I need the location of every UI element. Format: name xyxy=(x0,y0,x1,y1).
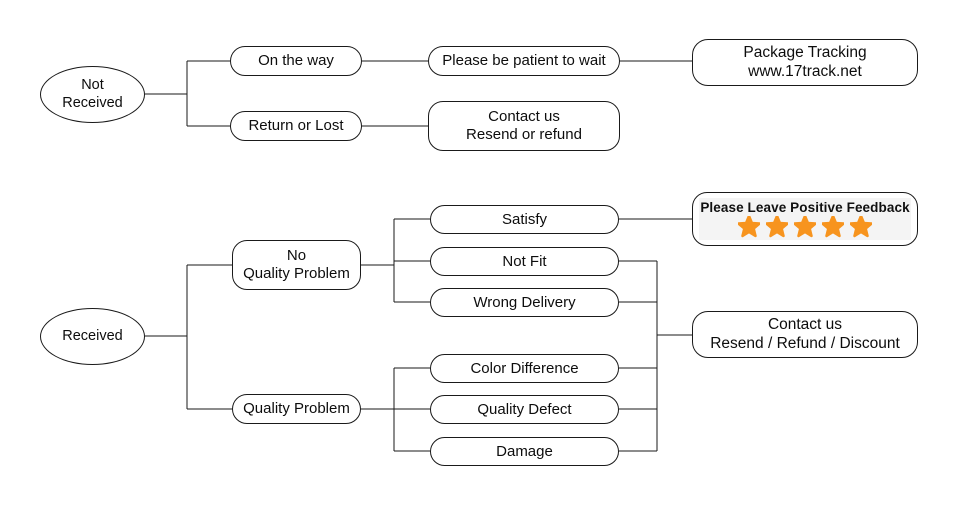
feedback-panel: Please Leave Positive Feedback xyxy=(699,198,911,240)
node-leave-positive-feedback[interactable]: Please Leave Positive Feedback xyxy=(692,192,918,246)
node-contact-resend-or-refund[interactable]: Contact us Resend or refund xyxy=(428,101,620,151)
node-on-the-way[interactable]: On the way xyxy=(230,46,362,76)
node-contact-resend-refund-discount[interactable]: Contact us Resend / Refund / Discount xyxy=(692,311,918,358)
star-icon[interactable] xyxy=(794,216,816,238)
node-no-quality-problem[interactable]: No Quality Problem xyxy=(232,240,361,290)
node-satisfy[interactable]: Satisfy xyxy=(430,205,619,234)
node-received[interactable]: Received xyxy=(40,308,145,365)
node-color-difference[interactable]: Color Difference xyxy=(430,354,619,383)
node-package-tracking[interactable]: Package Tracking www.17track.net xyxy=(692,39,918,86)
star-rating[interactable] xyxy=(738,216,872,238)
node-return-or-lost[interactable]: Return or Lost xyxy=(230,111,362,141)
star-icon[interactable] xyxy=(822,216,844,238)
node-wrong-delivery[interactable]: Wrong Delivery xyxy=(430,288,619,317)
feedback-title: Please Leave Positive Feedback xyxy=(700,200,910,215)
node-not-fit[interactable]: Not Fit xyxy=(430,247,619,276)
node-quality-problem[interactable]: Quality Problem xyxy=(232,394,361,424)
star-icon[interactable] xyxy=(850,216,872,238)
star-icon[interactable] xyxy=(738,216,760,238)
node-please-be-patient[interactable]: Please be patient to wait xyxy=(428,46,620,76)
node-quality-defect[interactable]: Quality Defect xyxy=(430,395,619,424)
node-not-received[interactable]: Not Received xyxy=(40,66,145,123)
node-damage[interactable]: Damage xyxy=(430,437,619,466)
star-icon[interactable] xyxy=(766,216,788,238)
